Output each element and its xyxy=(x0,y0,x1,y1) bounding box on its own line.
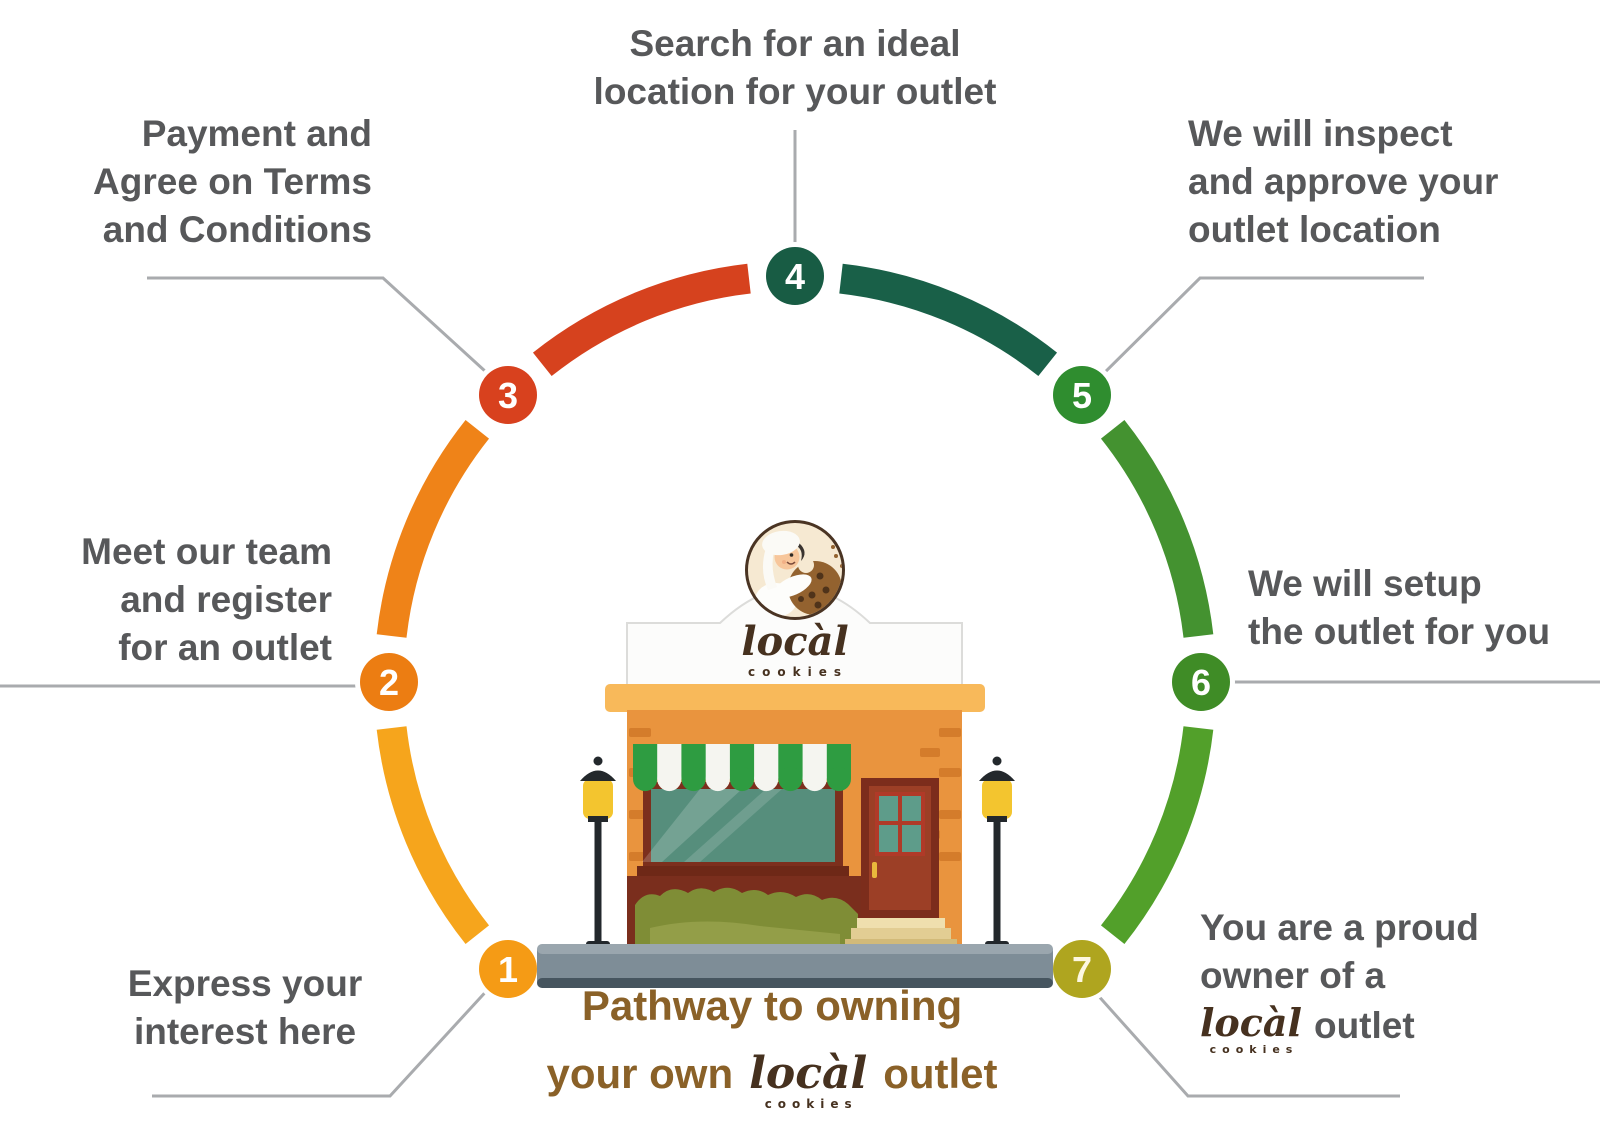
storefront-cornice xyxy=(605,684,985,712)
storefront-illustration: locàl cookies xyxy=(537,520,1053,988)
step-4-label: Search for an ideal location for your ou… xyxy=(495,20,1095,116)
sidewalk xyxy=(537,944,1053,988)
storefront-window xyxy=(637,782,849,876)
connector-step-7 xyxy=(1076,972,1400,1098)
step-label-line: and approve your xyxy=(1188,161,1499,202)
arc-1-2 xyxy=(376,726,490,945)
step-7-brand-row: locàl cookies outlet xyxy=(1200,1000,1590,1056)
step-3-label: Payment and Agree on Terms and Condition… xyxy=(42,110,372,254)
brand-logo-badge: locàl cookies xyxy=(741,520,849,679)
storefront-awning xyxy=(633,744,852,792)
connector-step-5 xyxy=(1090,276,1424,387)
arc-6-7 xyxy=(1100,726,1214,945)
ring-arcs xyxy=(376,263,1214,945)
step-label-line: the outlet for you xyxy=(1248,611,1551,652)
step-6-label: We will setup the outlet for you xyxy=(1248,560,1600,656)
step-label-line: You are a proud xyxy=(1200,907,1479,948)
step-node-5: 5 xyxy=(1048,361,1116,429)
caption-suffix: outlet xyxy=(883,1050,998,1097)
brand-wordmark-script: locàl xyxy=(749,1048,868,1099)
brand-wordmark-sub: cookies xyxy=(764,1097,858,1111)
street-lamp-left xyxy=(580,756,616,950)
connector-step-1 xyxy=(152,971,505,1098)
step-label-line: location for your outlet xyxy=(593,71,997,112)
step-label-line: Agree on Terms xyxy=(93,161,372,202)
step-label-line: and register xyxy=(120,579,332,620)
step-label-line: We will setup xyxy=(1248,563,1482,604)
connector-lines xyxy=(0,130,1600,1098)
brand-wordmark-script: locàl xyxy=(1200,1000,1302,1045)
brand-wordmark: locàl cookies xyxy=(1200,1000,1302,1056)
step-number-6: 6 xyxy=(1191,662,1211,703)
brand-wordmark: locàl xyxy=(741,618,848,665)
storefront-bush xyxy=(627,876,863,952)
step-label-line: outlet location xyxy=(1188,209,1441,250)
step-label-line: Express your xyxy=(127,963,363,1004)
brand-wordmark-sub: cookies xyxy=(748,665,848,679)
step-1-label: Express your interest here xyxy=(110,960,380,1056)
step-number-4: 4 xyxy=(785,256,805,297)
brand-wordmark-sub: cookies xyxy=(1209,1043,1299,1056)
step-label-line: We will inspect xyxy=(1188,113,1453,154)
step-label-line: for an outlet xyxy=(118,627,332,668)
step-number-7: 7 xyxy=(1072,949,1092,990)
caption-prefix: your own xyxy=(546,1050,734,1097)
step-7-label: You are a proud owner of a locàl cookies… xyxy=(1200,904,1590,1055)
step-label-line: interest here xyxy=(133,1011,357,1052)
street-lamp-right xyxy=(979,756,1015,950)
step-number-1: 1 xyxy=(498,949,518,990)
step-nodes: 1 2 3 4 5 6 7 xyxy=(355,242,1235,1003)
arc-2-3 xyxy=(376,419,490,638)
step-label-line: Meet our team xyxy=(81,531,332,572)
arc-4-5 xyxy=(839,263,1058,377)
step-number-2: 2 xyxy=(379,662,399,703)
caption-line-1: Pathway to owning xyxy=(581,982,963,1029)
storefront-door xyxy=(845,778,957,950)
step-node-2: 2 xyxy=(355,648,423,716)
step-label-line: outlet xyxy=(1313,1005,1415,1046)
step-2-label: Meet our team and register for an outlet xyxy=(30,528,332,672)
connector-step-3 xyxy=(147,276,499,384)
step-node-7: 7 xyxy=(1048,935,1116,1003)
caption-line-2: your own locàl cookies outlet xyxy=(492,1048,1052,1111)
step-node-4: 4 xyxy=(761,242,829,310)
step-number-5: 5 xyxy=(1072,375,1092,416)
step-label-line: owner of a xyxy=(1200,955,1386,996)
brand-wordmark: locàl cookies xyxy=(749,1048,868,1111)
step-node-1: 1 xyxy=(474,935,542,1003)
step-label-line: and Conditions xyxy=(102,209,372,250)
arc-5-6 xyxy=(1100,419,1214,638)
step-node-6: 6 xyxy=(1167,648,1235,716)
step-node-3: 3 xyxy=(474,361,542,429)
step-number-3: 3 xyxy=(498,375,518,416)
step-label-line: Payment and xyxy=(141,113,372,154)
step-5-label: We will inspect and approve your outlet … xyxy=(1188,110,1568,254)
brand-mascot xyxy=(755,530,842,617)
arc-3-4 xyxy=(532,263,751,377)
pathway-caption: Pathway to owning your own locàl cookies… xyxy=(492,982,1052,1111)
step-label-line: Search for an ideal xyxy=(629,23,961,64)
